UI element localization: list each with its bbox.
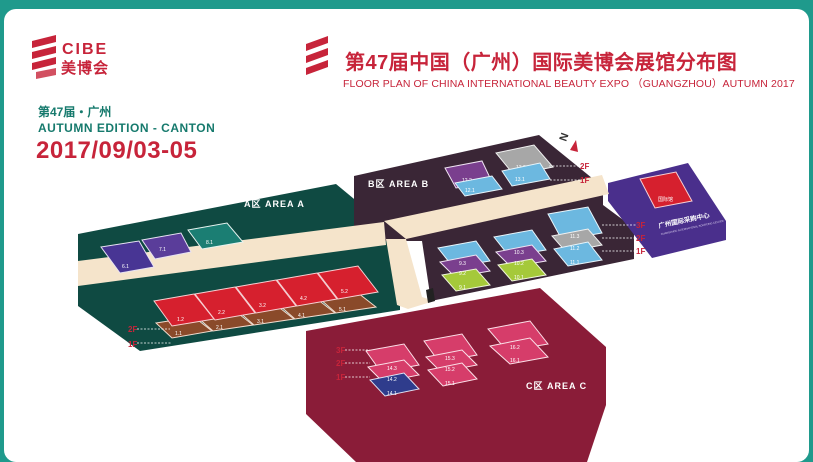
hall-label: 15.2 — [445, 367, 455, 373]
edition-en: AUTUMN EDITION - CANTON — [38, 121, 216, 135]
corridor-a — [78, 222, 386, 286]
floor-marker-1f: 1F — [636, 247, 645, 256]
floor-marker-2f: 2F — [636, 234, 645, 243]
floor-marker-2f: 2F — [336, 359, 345, 368]
hall-label: 5.1 — [339, 307, 346, 313]
floor-marker-3f: 3F — [336, 346, 345, 355]
area-b-label: B区 AREA B — [368, 179, 429, 189]
hall-label: 9.2 — [459, 271, 466, 277]
hall-8-1[interactable] — [187, 222, 244, 250]
international-hall[interactable] — [639, 171, 693, 209]
hall-label: 5.2 — [341, 289, 348, 295]
hall-label: 1.1 — [175, 331, 182, 337]
edition-cn: 第47届・广州 — [38, 105, 112, 119]
hall-label: 10.1 — [514, 275, 524, 281]
hall-12-1[interactable] — [454, 175, 503, 197]
sourcing-center-base — [608, 163, 726, 258]
hall-label: 6.1 — [122, 264, 129, 270]
hall-label: 9.1 — [459, 285, 466, 291]
hall-label: 14.3 — [387, 366, 397, 372]
hall-label: 11.1 — [570, 260, 580, 266]
floor-marker-1f: 1F — [580, 176, 589, 185]
walkway-arrow-icon — [426, 288, 435, 303]
hall-6-1[interactable] — [100, 240, 155, 274]
hall-label: 3.1 — [257, 319, 264, 325]
title-mark-icon — [306, 36, 328, 75]
hall-13-1[interactable] — [501, 162, 551, 187]
hall-label: 3.2 — [259, 303, 266, 309]
hall-label: 14.1 — [387, 391, 397, 397]
floor-marker-1f: 1F — [128, 340, 137, 349]
hall-label: 7.1 — [159, 247, 166, 253]
area-a-label: A区 AREA A — [244, 199, 305, 209]
brand-name-en: CIBE — [62, 41, 109, 58]
cibe-logo-icon — [32, 35, 56, 79]
corridor-b — [384, 175, 609, 239]
hall-label: 15.3 — [445, 356, 455, 362]
title-en: FLOOR PLAN OF CHINA INTERNATIONAL BEAUTY… — [343, 78, 795, 90]
floor-marker-2f: 2F — [580, 162, 589, 171]
hall-label: 4.1 — [298, 313, 305, 319]
compass-arrow-icon — [570, 140, 578, 152]
hall-label: 4.2 — [300, 296, 307, 302]
floor-plan-map: 6.1 7.1 8.1 1.1 2.1 3.1 4.1 5.1 1.2 2.2 … — [78, 131, 726, 462]
hall-label: 16.1 — [510, 358, 520, 364]
floor-marker-2f: 2F — [128, 325, 137, 334]
corridor-c-link — [386, 239, 434, 309]
compass-n: N — [558, 131, 572, 143]
hall-label: 9.3 — [459, 261, 466, 267]
hall-label: 15.1 — [445, 381, 455, 387]
hall-label: 1.2 — [177, 317, 184, 323]
hall-label: 11.2 — [570, 246, 580, 252]
hall-label: 10.3 — [514, 250, 524, 256]
hall-label: 10.2 — [514, 261, 524, 267]
floor-marker-1f: 1F — [336, 373, 345, 382]
hall-label: 2.1 — [216, 325, 223, 331]
hall-label: 12.1 — [465, 188, 475, 194]
hall-label: 16.2 — [510, 345, 520, 351]
international-hall-label: 国际馆 — [658, 196, 673, 203]
floor-marker-3f: 3F — [636, 221, 645, 230]
area-a-2f-halls — [153, 265, 379, 327]
brand-name-cn: 美博会 — [61, 60, 110, 77]
hall-7-1[interactable] — [141, 232, 192, 260]
event-dates: 2017/09/03-05 — [36, 137, 198, 164]
hall-label: 8.1 — [206, 240, 213, 246]
hall-label: 13.1 — [515, 177, 525, 183]
hall-label: 2.2 — [218, 310, 225, 316]
hall-label: 14.2 — [387, 377, 397, 383]
area-c-label: C区 AREA C — [526, 381, 587, 391]
hall-label: 11.3 — [570, 234, 580, 240]
page-card: CIBE 美博会 第47届・广州 AUTUMN EDITION - CANTON… — [4, 9, 809, 462]
title-cn: 第47届中国（广州）国际美博会展馆分布图 — [345, 52, 738, 74]
